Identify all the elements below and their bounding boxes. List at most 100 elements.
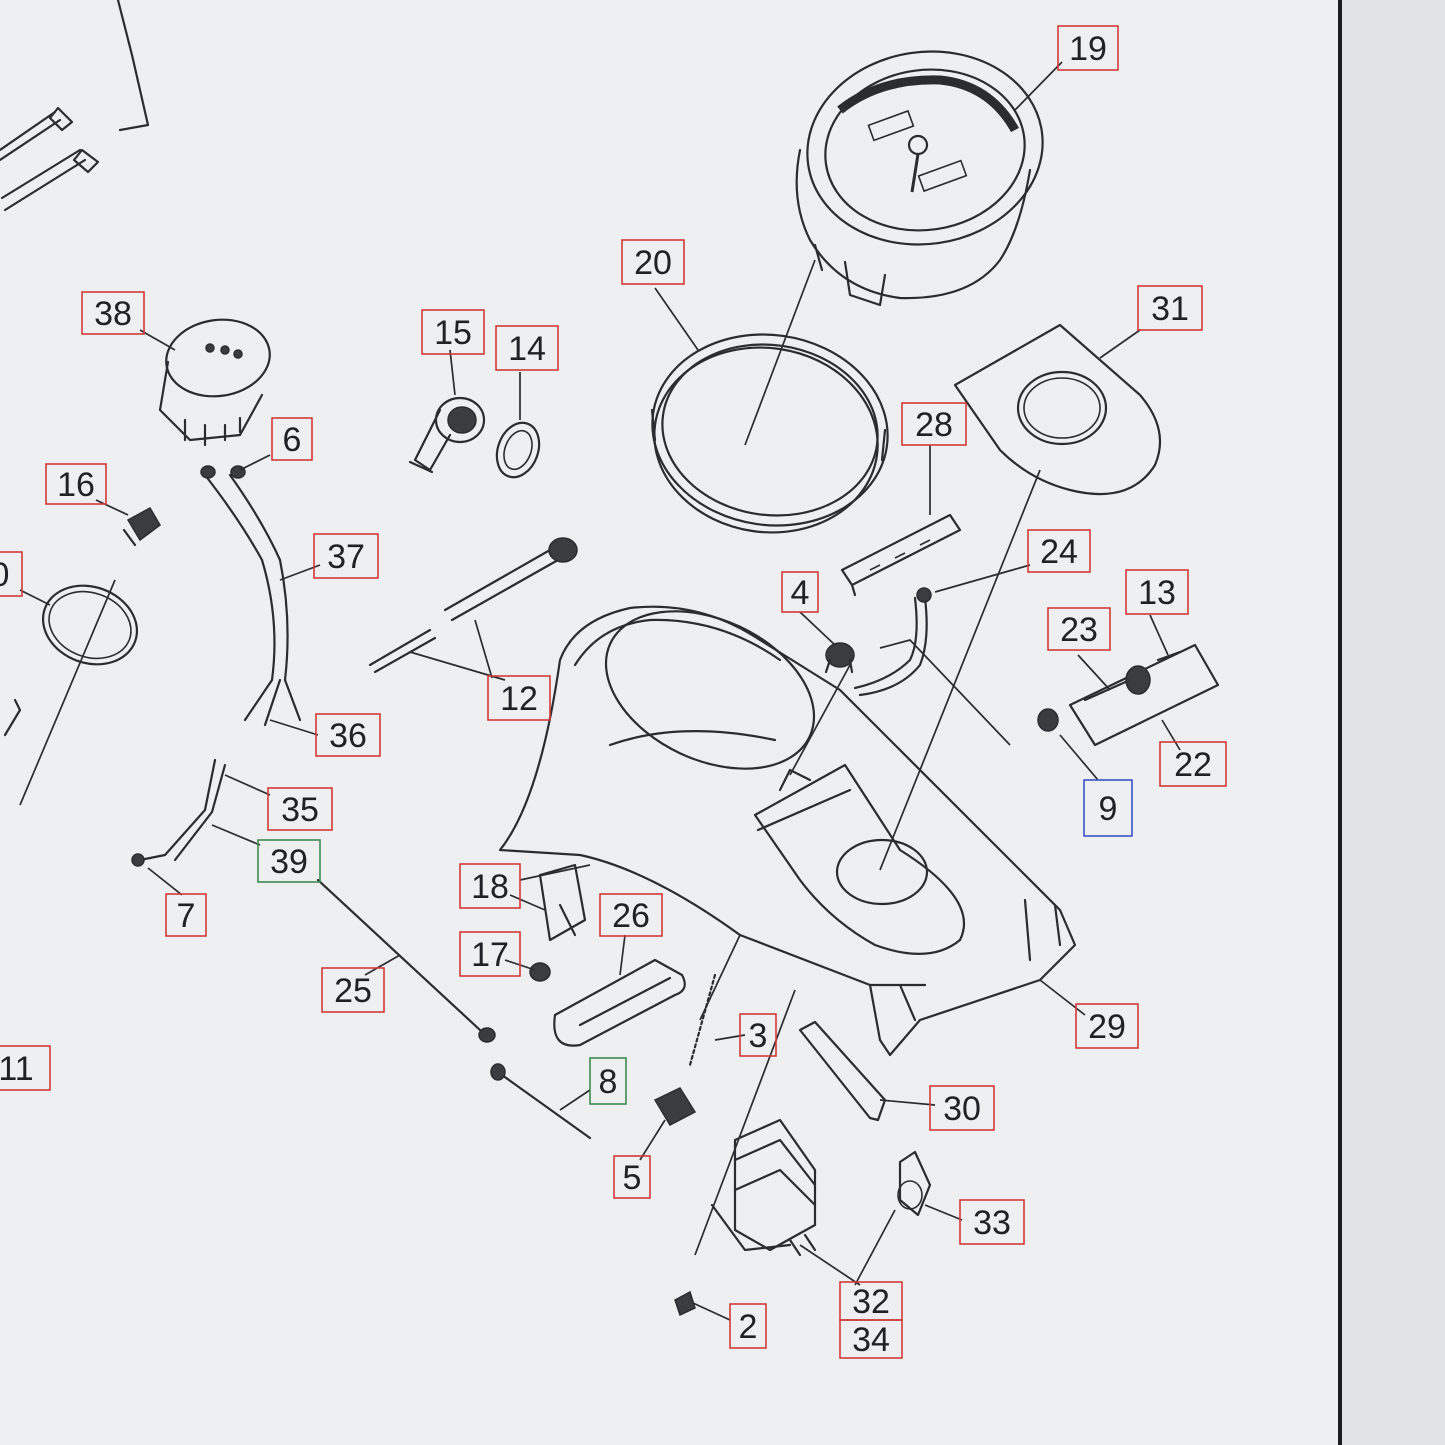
callout-box	[1057, 25, 1119, 71]
leader-9	[1059, 734, 1099, 781]
leader-4	[799, 611, 836, 646]
callout-23: 23	[1047, 607, 1111, 651]
leader-26	[619, 934, 626, 976]
callout-number: 15	[434, 314, 472, 352]
leader-4-down	[789, 664, 851, 776]
speedo-drive-15	[408, 396, 486, 474]
callout-number: 12	[500, 680, 538, 718]
callout-box	[959, 1199, 1025, 1245]
leader-9-line	[879, 639, 1011, 746]
callout-7: 7	[165, 893, 207, 937]
callout-box	[901, 402, 967, 446]
callout-box	[257, 839, 321, 883]
screw-2	[674, 1290, 696, 1317]
callout-34: 34	[839, 1319, 903, 1359]
leader-2	[692, 1302, 731, 1321]
nut-17	[529, 962, 551, 982]
callout-number: 6	[283, 421, 302, 459]
callout-number: 34	[852, 1321, 890, 1359]
callout-box	[1137, 285, 1203, 331]
callout-25: 25	[321, 967, 385, 1013]
callout-box	[459, 863, 521, 909]
leader-18-extra	[519, 864, 591, 881]
left-clip	[3, 698, 22, 737]
harness-37	[200, 465, 302, 727]
plate-30	[798, 1020, 887, 1122]
callout-2: 2	[729, 1303, 767, 1349]
leader-0	[19, 589, 51, 606]
leader-19-to-housing	[744, 259, 816, 446]
callout-box	[487, 675, 551, 721]
leader-24	[934, 564, 1031, 593]
leader-33-down	[854, 1209, 896, 1286]
washer-14	[495, 421, 541, 479]
small-gauge-38	[158, 318, 271, 447]
callout-box	[313, 533, 379, 579]
callout-15: 15	[421, 309, 485, 355]
clip-5	[653, 1087, 697, 1126]
callout-box	[613, 1155, 651, 1199]
clip-18	[538, 863, 587, 942]
callout-number: 18	[471, 868, 509, 906]
leader-18	[509, 894, 546, 911]
callout-number: 4	[791, 574, 810, 612]
gasket-plate	[953, 323, 1162, 496]
leader-32-up	[694, 989, 796, 1256]
callout-box	[729, 1303, 767, 1349]
callout-number: 20	[634, 244, 672, 282]
callout-number: 22	[1174, 746, 1212, 784]
callout-box	[321, 967, 385, 1013]
leader-19	[1014, 61, 1063, 111]
callout-6: 6	[271, 417, 313, 461]
callout-box	[81, 291, 145, 335]
callout-box	[781, 571, 819, 613]
leader-8	[559, 1089, 591, 1111]
callout-box	[271, 417, 313, 461]
callout-number: 3	[749, 1017, 768, 1055]
leader-23	[1077, 654, 1111, 691]
callout-number: 33	[973, 1204, 1011, 1242]
callout-number: 14	[508, 330, 546, 368]
leader-32	[799, 1244, 861, 1286]
leader-16	[95, 499, 129, 516]
relay-block-32	[710, 1118, 817, 1257]
callout-box	[1075, 1003, 1139, 1049]
callout-box	[1125, 569, 1189, 615]
bezel-ring	[650, 333, 889, 534]
callout-number: 37	[327, 538, 365, 576]
callout-box	[839, 1319, 903, 1359]
callout-number: 11	[0, 1050, 34, 1088]
leader-left-down	[19, 579, 116, 806]
callout-box	[495, 325, 559, 371]
callout-12: 12	[487, 675, 551, 721]
leader-31	[1099, 329, 1141, 359]
callout-number: 38	[94, 295, 132, 333]
callout-28: 28	[901, 402, 967, 446]
callout-number: 17	[471, 936, 509, 974]
callout-8: 8	[589, 1057, 627, 1105]
indicator-strip	[840, 513, 962, 597]
wire-harness-24	[853, 587, 932, 697]
callout-box	[1083, 779, 1133, 837]
callout-box	[459, 931, 521, 977]
callout-13: 13	[1125, 569, 1189, 615]
callout-box	[599, 893, 663, 937]
callout-36: 36	[315, 713, 381, 757]
bulb-4	[824, 642, 855, 674]
callout-number: 13	[1138, 574, 1176, 612]
callout-box	[0, 1045, 51, 1091]
callout-30: 30	[929, 1085, 995, 1131]
o-ring-left	[41, 584, 139, 666]
leader-3-top	[699, 934, 741, 1021]
callout-29: 29	[1075, 1003, 1139, 1049]
callout-box	[739, 1013, 777, 1057]
callout-3: 3	[739, 1013, 777, 1057]
callout-box	[929, 1085, 995, 1131]
callout-box	[621, 239, 685, 285]
callout-box	[0, 551, 23, 597]
callout-39: 39	[257, 839, 321, 883]
leader-31-down	[879, 469, 1041, 871]
callout-4: 4	[781, 571, 819, 613]
callout-box	[1047, 607, 1111, 651]
